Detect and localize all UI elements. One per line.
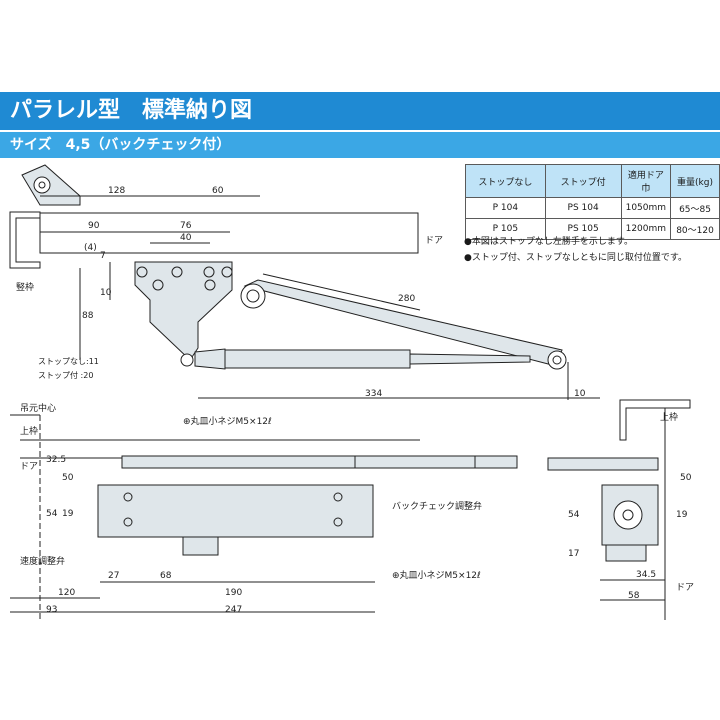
- dim-27: 27: [108, 571, 119, 581]
- top-view-text: 128 60 90 76 40 (4) 7 10 88 280 334 10 ド…: [16, 186, 586, 399]
- title-bar: パラレル型 標準納り図: [0, 92, 720, 130]
- screw-hole: [136, 266, 148, 278]
- dim-88: 88: [82, 311, 94, 321]
- closer-valve: [182, 536, 219, 556]
- arm-end-inner: [552, 355, 562, 365]
- top-view: [9, 164, 600, 400]
- screw-hole: [171, 266, 183, 278]
- screw-hole: [123, 517, 133, 527]
- screw-hole: [333, 517, 343, 527]
- side-view: [547, 399, 691, 620]
- dim-190: 190: [225, 588, 242, 598]
- dim-247: 247: [225, 605, 242, 615]
- rod-joint: [180, 353, 194, 367]
- label-stop-with: ストップ付 :20: [38, 370, 93, 380]
- dim-7: 7: [100, 251, 106, 261]
- dim-54: 54: [46, 509, 58, 519]
- label-upper-frame: 上枠: [20, 425, 38, 437]
- dim-280: 280: [398, 294, 415, 304]
- table-row: P 104 PS 104 1050mm 65〜85: [465, 197, 720, 219]
- label-screw-top: ⊕丸皿小ネジM5×12ℓ: [183, 415, 272, 427]
- label-side-upper-frame: 上枠: [660, 411, 678, 423]
- label-backcheck: バックチェック調整弁: [392, 500, 482, 512]
- dim-50: 50: [62, 473, 74, 483]
- side-dim-54: 54: [568, 510, 580, 520]
- dim-10b: 10: [574, 389, 586, 399]
- dim-40: 40: [180, 233, 192, 243]
- spec-cell: 1200mm: [620, 218, 672, 240]
- spec-table-header: ストップなし ストップ付 適用ドア巾 重量(kg): [465, 164, 720, 198]
- closer-body: [97, 484, 374, 538]
- front-view-text: 吊元中心 上枠 ドア ⊕丸皿小ネジM5×12ℓ バックチェック調整弁 速度調整弁…: [20, 402, 482, 615]
- page-title: パラレル型 標準納り図: [10, 98, 253, 123]
- dim-93: 93: [46, 605, 57, 615]
- rod-body: [224, 349, 411, 369]
- front-view: [10, 414, 518, 620]
- arm-pivot: [240, 283, 266, 309]
- dim-76: 76: [180, 221, 192, 231]
- label-speed: 速度調整弁: [20, 555, 65, 567]
- page-subtitle: サイズ 4,5（バックチェック付）: [10, 137, 231, 153]
- label-screw-bottom: ⊕丸皿小ネジM5×12ℓ: [392, 569, 481, 581]
- side-dim-19: 19: [676, 510, 688, 520]
- side-upper-frame: [619, 399, 691, 441]
- screw-hole: [152, 279, 164, 291]
- side-valve: [605, 544, 647, 562]
- dim-68: 68: [160, 571, 172, 581]
- dim-32-5: 32.5: [46, 455, 66, 465]
- vertical-frame: [9, 211, 41, 269]
- side-view-text: 上枠 ドア 50 54 19 17 34.5 58: [568, 411, 694, 601]
- side-arm: [547, 457, 659, 471]
- spec-cell: PS 105: [544, 218, 622, 240]
- screw-hole: [333, 492, 343, 502]
- table-row: P 105 PS 105 1200mm 80〜120: [465, 218, 720, 240]
- dim-120: 120: [58, 588, 75, 598]
- mounting-plate: [134, 261, 233, 361]
- spec-header-cell: 適用ドア巾: [620, 164, 672, 198]
- side-pivot-inner: [622, 509, 634, 521]
- side-dim-17: 17: [568, 549, 579, 559]
- dim-10: 10: [100, 288, 112, 298]
- spec-cell: 80〜120: [670, 218, 720, 240]
- subtitle-bar: サイズ 4,5（バックチェック付）: [0, 132, 720, 158]
- main-arm: [243, 279, 563, 367]
- label-side-door: ドア: [676, 583, 694, 593]
- note-1: ●本図はストップなし左勝手を示します。: [464, 237, 633, 247]
- side-pivot: [613, 500, 643, 530]
- hinge-circle-inner: [38, 181, 46, 189]
- side-dim-58: 58: [628, 591, 640, 601]
- hinge-circle: [33, 176, 51, 194]
- dim-60: 60: [212, 186, 224, 196]
- arm-pivot-inner: [246, 289, 260, 303]
- side-dim-34-5: 34.5: [636, 570, 656, 580]
- screw-hole: [123, 492, 133, 502]
- side-dim-50: 50: [680, 473, 692, 483]
- label-stop-none: ストップなし:11: [38, 357, 99, 366]
- spec-table: ストップなし ストップ付 適用ドア巾 重量(kg) P 104 PS 104 1…: [465, 164, 720, 240]
- rod-left: [194, 348, 226, 370]
- dim-line-280: [262, 273, 421, 311]
- dim-334: 334: [365, 389, 382, 399]
- label-frame: 竪枠: [16, 281, 34, 293]
- dim-4: (4): [84, 243, 97, 253]
- front-rod: [354, 455, 476, 469]
- hinge-bracket: [21, 164, 81, 206]
- dim-90: 90: [88, 221, 100, 231]
- screw-hole: [203, 266, 215, 278]
- dim-128: 128: [108, 186, 125, 196]
- door-panel: [39, 212, 419, 254]
- screw-hole: [204, 279, 216, 291]
- spec-header-cell: ストップなし: [465, 164, 546, 198]
- screw-hole: [221, 266, 233, 278]
- dim-19: 19: [62, 509, 74, 519]
- rod-shaft: [409, 353, 531, 365]
- label-door-front: ドア: [20, 462, 38, 472]
- label-door-top: ドア: [425, 236, 443, 246]
- arm-end-joint: [547, 350, 567, 370]
- note-2: ●ストップ付、ストップなしともに同じ取付位置です。: [464, 253, 687, 263]
- label-hinge-center: 吊元中心: [20, 402, 56, 414]
